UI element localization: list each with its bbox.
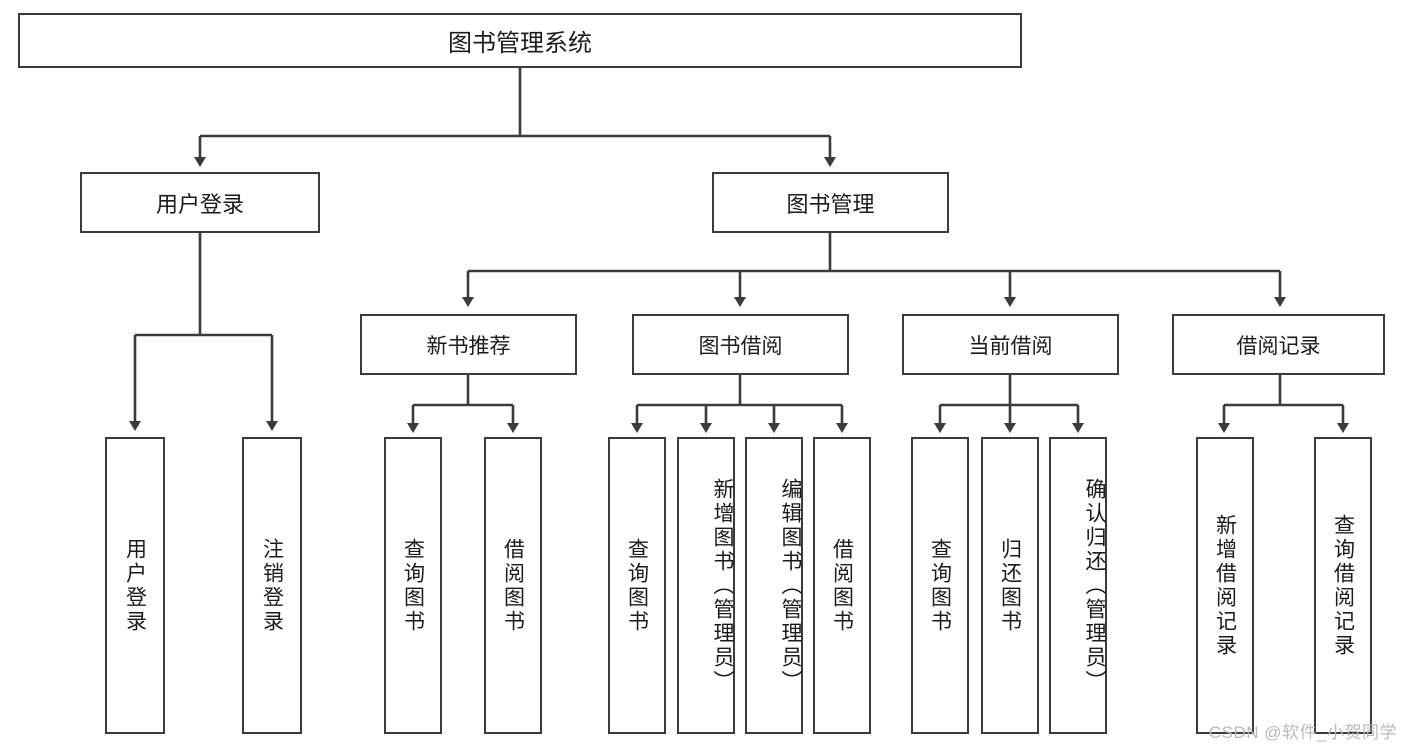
leaf-label: 查询图书 <box>928 537 952 634</box>
leaf-book-borrow-borrow-book[interactable]: 借阅图书 <box>813 437 871 734</box>
leaf-label: 新增借阅记录 <box>1213 513 1237 658</box>
leaf-current-borrow-confirm-return-admin[interactable]: 确认归还（管理员） <box>1049 437 1107 734</box>
leaf-current-borrow-return-book[interactable]: 归还图书 <box>981 437 1039 734</box>
node-user-login-label: 用户登录 <box>155 191 244 217</box>
node-borrow-record-label: 借阅记录 <box>1236 334 1321 358</box>
leaf-book-borrow-query-book[interactable]: 查询图书 <box>608 437 666 734</box>
node-current-borrow-label: 当前借阅 <box>968 334 1053 358</box>
node-new-book-recommend[interactable]: 新书推荐 <box>360 314 577 375</box>
leaf-label: 查询图书 <box>401 537 425 634</box>
leaf-label: 用户登录 <box>123 537 147 634</box>
node-new-book-recommend-label: 新书推荐 <box>426 334 511 358</box>
leaf-book-borrow-edit-book-admin[interactable]: 编辑图书（管理员） <box>745 437 803 734</box>
leaf-borrow-record-add-record[interactable]: 新增借阅记录 <box>1196 437 1254 734</box>
leaf-new-book-borrow-book[interactable]: 借阅图书 <box>484 437 542 734</box>
leaf-label: 编辑图书（管理员） <box>779 477 802 694</box>
node-book-management[interactable]: 图书管理 <box>712 172 949 233</box>
leaf-new-book-query-book[interactable]: 查询图书 <box>384 437 442 734</box>
leaf-user-login-logout[interactable]: 注销登录 <box>242 437 302 734</box>
leaf-label: 归还图书 <box>998 537 1022 634</box>
leaf-label: 借阅图书 <box>501 537 525 634</box>
leaf-borrow-record-query-record[interactable]: 查询借阅记录 <box>1314 437 1372 734</box>
leaf-label: 查询图书 <box>625 537 649 634</box>
node-root[interactable]: 图书管理系统 <box>18 13 1022 68</box>
node-user-login[interactable]: 用户登录 <box>80 172 320 233</box>
leaf-label: 注销登录 <box>260 537 284 634</box>
node-book-borrow-label: 图书借阅 <box>698 334 783 358</box>
watermark-text: CSDN @软件_小贺同学 <box>1208 723 1397 742</box>
leaf-current-borrow-query-book[interactable]: 查询图书 <box>911 437 969 734</box>
node-root-label: 图书管理系统 <box>448 30 592 57</box>
leaf-label: 新增图书（管理员） <box>711 477 734 694</box>
node-book-management-label: 图书管理 <box>786 191 875 217</box>
leaf-label: 借阅图书 <box>830 537 854 634</box>
leaf-label: 确认归还（管理员） <box>1083 477 1106 694</box>
node-book-borrow[interactable]: 图书借阅 <box>632 314 849 375</box>
leaf-book-borrow-add-book-admin[interactable]: 新增图书（管理员） <box>677 437 735 734</box>
leaf-label: 查询借阅记录 <box>1331 513 1355 658</box>
node-current-borrow[interactable]: 当前借阅 <box>902 314 1119 375</box>
node-borrow-record[interactable]: 借阅记录 <box>1172 314 1385 375</box>
leaf-user-login-login[interactable]: 用户登录 <box>105 437 165 734</box>
